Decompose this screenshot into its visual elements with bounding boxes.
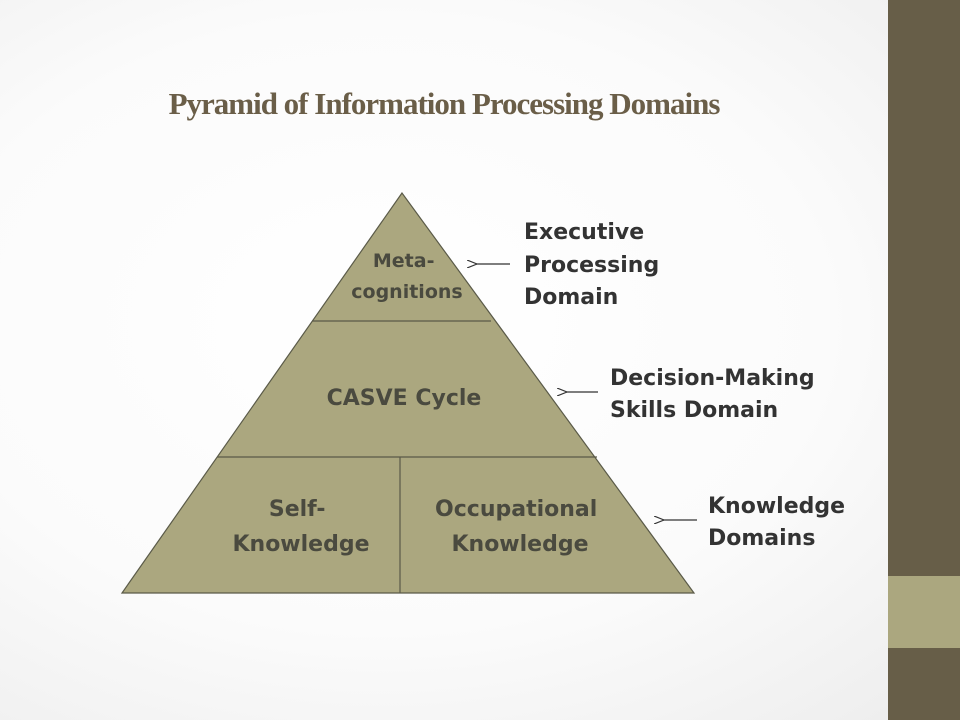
occupational-knowledge-label: Occupational Knowledge: [435, 497, 605, 557]
pyramid-diagram: Meta- cognitions CASVE Cycle Self- Knowl…: [120, 191, 853, 594]
self-knowledge-line2: Knowledge: [232, 532, 369, 557]
self-knowledge-line1: Self-: [269, 497, 326, 522]
executive-domain-label: Executive Processing Domain: [524, 220, 667, 310]
sidebar-band-bottom: [888, 648, 960, 720]
executive-domain-line1: Executive: [524, 220, 644, 245]
decision-domain-label: Decision-Making Skills Domain: [610, 366, 822, 423]
decorative-sidebar: [888, 0, 960, 720]
meta-cognitions-label: Meta- cognitions: [351, 250, 462, 303]
slide-title: Pyramid of Information Processing Domain…: [168, 86, 721, 121]
executive-domain-line2: Processing: [524, 253, 659, 278]
casve-cycle-label: CASVE Cycle: [327, 386, 482, 411]
knowledge-domains-line1: Knowledge: [708, 494, 845, 519]
decision-domain-line1: Decision-Making: [610, 366, 815, 391]
pyramid-outline: [120, 191, 696, 594]
occupational-knowledge-line2: Knowledge: [451, 532, 588, 557]
knowledge-domains-label: Knowledge Domains: [708, 494, 853, 551]
self-knowledge-label: Self- Knowledge: [232, 497, 369, 557]
occupational-knowledge-line1: Occupational: [435, 497, 597, 522]
executive-domain-line3: Domain: [524, 285, 618, 310]
knowledge-domains-line2: Domains: [708, 526, 815, 551]
sidebar-band-top: [888, 0, 960, 576]
meta-cognitions-line2: cognitions: [351, 281, 462, 303]
decision-domain-line2: Skills Domain: [610, 398, 778, 423]
sidebar-band-middle: [888, 576, 960, 648]
meta-cognitions-line1: Meta-: [373, 250, 435, 272]
